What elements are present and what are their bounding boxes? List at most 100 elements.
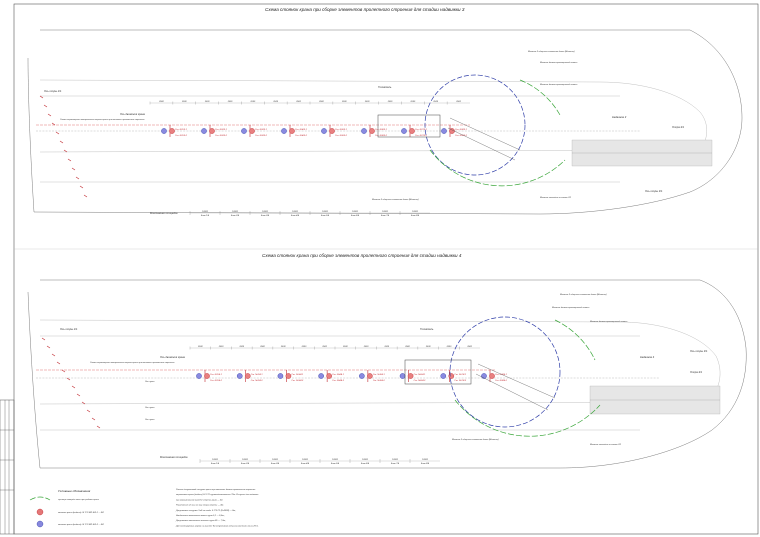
stage-4-note-top-1: Монтаж 2 сборного элемента балки (Монтаж… — [560, 294, 607, 296]
station-blue-icon — [359, 373, 365, 379]
bottom-dim-sub: Блок 3/4 — [261, 214, 270, 217]
stage-4-crane-reach-blue — [449, 316, 561, 428]
stage-4-crane-boom — [475, 363, 556, 411]
bottom-dim-label: 12000 — [212, 459, 219, 461]
station-blue-icon — [361, 128, 367, 134]
stage-4-track: Монтажная площадка — [160, 455, 188, 459]
span-dim-label: 2500 — [446, 346, 452, 348]
span-dim-label: 2500 — [455, 101, 461, 103]
station-red-icon — [489, 373, 495, 379]
station-label-bottom: Ст. №2/3.2 — [215, 134, 228, 137]
note-line: Допустимая нагрузка 7т3 по табл. 5.170-7… — [175, 510, 236, 512]
station-label-top: Ст. №6/4.1 — [414, 373, 427, 376]
sheet-frame — [13, 3, 759, 535]
stage-4-side-1: Ось пути — [145, 381, 155, 383]
stage-3-title: Схема стоянок крана при сборке элементов… — [265, 7, 465, 12]
station-label-top: Ст. №4/4.1 — [332, 373, 345, 376]
legend-item-1: граница площади зоны при работе крана — [58, 498, 100, 501]
hull-tick — [81, 401, 86, 405]
stage-4-note-bot-1: Монтаж 2 сборного элемента балки (Монтаж… — [452, 439, 499, 441]
legend-item-3: стоянка крана (кабина) LK 170 МФ Б/К-2 .… — [58, 523, 105, 526]
station-red-icon — [326, 373, 332, 379]
stage-4-axis-tl: Ось опоры 2/1 — [60, 327, 78, 331]
legend-station-blue-icon — [36, 520, 44, 528]
note-line: Расстояние от оси до оси опоры стрелы — … — [176, 504, 224, 507]
station-label-bottom: Ст. №1/4.2 — [210, 379, 223, 382]
stage-3-stop: Опора 4/1 — [672, 125, 685, 129]
station-red-icon — [369, 128, 375, 134]
stage-4-stop: Опора 4/1 — [690, 370, 703, 374]
span-dim-label: 2500 — [383, 346, 389, 348]
stage-4-crane-body — [404, 359, 472, 385]
station-label-top: Ст. №8/3.1 — [455, 128, 468, 131]
station-red-icon — [169, 128, 175, 134]
bottom-dim-label: 12000 — [332, 459, 339, 461]
station-label-top: Ст. №3/4.1 — [291, 373, 304, 376]
station-blue-icon — [441, 128, 447, 134]
hull-tick — [76, 393, 81, 397]
bottom-dim-sub: Блок 3/4 — [271, 462, 280, 465]
station-red-icon — [209, 128, 215, 134]
stage-4-pusher: Толкатель — [420, 327, 434, 331]
stage-3-crane-boom — [447, 117, 521, 161]
station-blue-icon — [399, 373, 406, 379]
station-label-top: Ст. №6/3.1 — [375, 128, 388, 131]
station-label-top: Ст. №3/3.1 — [255, 128, 268, 131]
legend-item-2: стоянка крана (кабина) LK 170 МФ Б/К-1 .… — [58, 511, 105, 514]
span-dim-label: 2500 — [364, 101, 370, 103]
span-dim-label: 2500 — [158, 101, 164, 103]
span-dim-label: 2500 — [238, 346, 244, 348]
station-red-icon — [204, 373, 210, 379]
bottom-dim-label: 12000 — [202, 211, 209, 213]
bottom-dim-label: 12000 — [352, 211, 359, 213]
span-dim-label: 2500 — [318, 101, 324, 103]
legend: Условные обозначения граница площади зон… — [29, 489, 105, 528]
stage-4-note-bot-2: Монтаж накладок на стыке 2/1 — [590, 443, 621, 446]
bottom-dim-label: 12000 — [422, 459, 429, 461]
stage-4-stations: Ст. №1/4.1Ст. №1/4.2Ст. №2/4.1Ст. №2/4.2… — [196, 370, 508, 382]
hull-tick — [91, 417, 96, 421]
stage-3-crane-reach-blue — [424, 74, 526, 176]
span-dim-label: 2500 — [432, 101, 438, 103]
bottom-dim-label: 12000 — [362, 459, 369, 461]
station-label-top: Ст. №1/4.1 — [210, 373, 223, 376]
hull-tick — [71, 385, 76, 389]
bottom-dim-label: 12000 — [412, 211, 419, 213]
station-label-bottom: Ст. №7/4.2 — [454, 379, 467, 382]
bottom-dim-sub: Блок 5/4 — [321, 214, 330, 217]
span-dim-label: 2500 — [197, 346, 203, 348]
station-blue-icon — [321, 128, 327, 134]
station-label-bottom: Ст. №6/3.2 — [375, 134, 388, 137]
stage-3-note-bot-1: Монтаж 2 сборного элемента балки (Монтаж… — [372, 199, 419, 201]
station-red-icon — [244, 373, 251, 379]
hull-tick — [63, 149, 68, 153]
span-dim-label: 2500 — [250, 101, 256, 103]
span-dim-label: 2500 — [363, 346, 369, 348]
span-dim-label: 2500 — [321, 346, 327, 348]
stage-4-support: Надвижка 4 — [640, 355, 655, 359]
stage-3-crane-axis-label: Ось движения крана — [120, 112, 145, 116]
span-dim-label: 2500 — [387, 101, 393, 103]
stage-4-side-2: Ось пути — [145, 407, 155, 409]
legend-station-red-icon — [36, 508, 44, 516]
stage-3-left-ticks — [39, 95, 88, 198]
station-label-top: Ст. №5/4.1 — [373, 373, 386, 376]
hull-tick — [56, 361, 61, 365]
hull-tick — [75, 176, 80, 180]
stage-3-note-bot-2: Монтаж накладок на стыке 2/1 — [540, 196, 571, 199]
bottom-dim-label: 12000 — [292, 211, 299, 213]
stage-4-left-ticks — [41, 337, 101, 429]
bottom-dim-sub: Блок 1/4 — [201, 214, 210, 217]
station-blue-icon — [201, 128, 207, 134]
stage-3-note-top-2: Монтаж блоков ортотропной плиты — [540, 61, 578, 64]
hull-tick — [86, 409, 91, 413]
span-dim-label: 2500 — [272, 101, 278, 103]
bottom-dim-sub: Блок 8/4 — [411, 214, 420, 217]
stage-3-pusher: Толкатель — [378, 85, 392, 89]
span-dim-label: 2500 — [404, 346, 410, 348]
span-dim-label: 2500 — [301, 346, 307, 348]
station-red-icon — [249, 128, 255, 134]
stage-3-note-top-3: Монтаж блоков ортотропной плиты — [540, 83, 578, 86]
station-label-top: Ст. №7/4.1 — [454, 373, 467, 376]
span-dim-label: 2500 — [181, 101, 187, 103]
